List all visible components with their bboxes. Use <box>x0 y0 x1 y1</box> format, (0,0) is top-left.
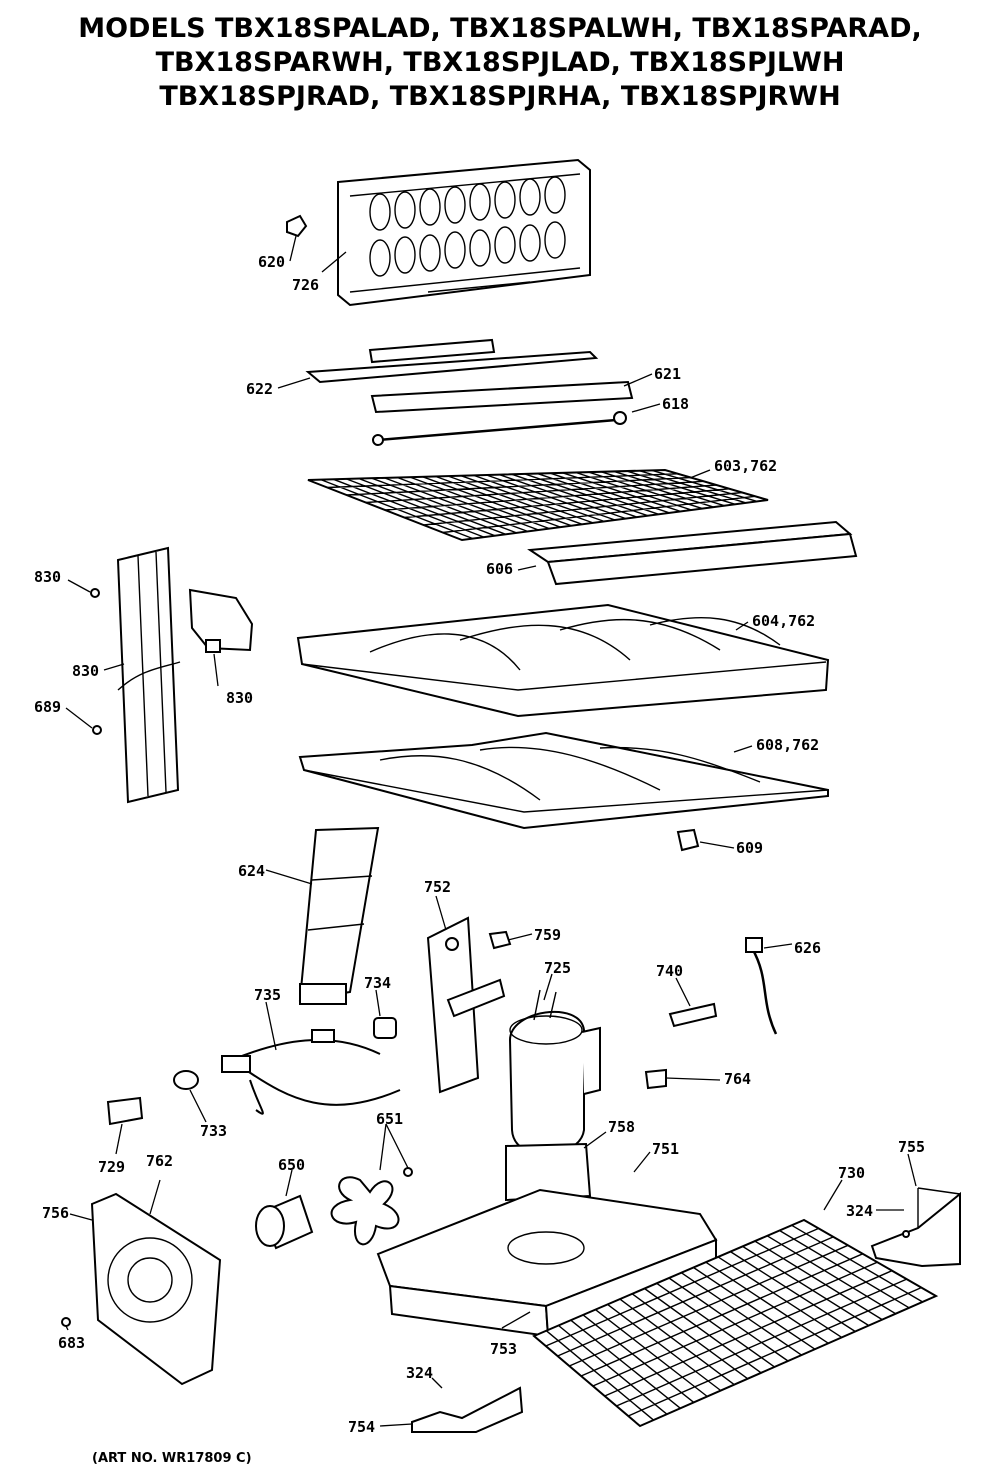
part-735-harness <box>221 1029 401 1115</box>
part-758-mount <box>505 1142 592 1202</box>
label-751: 751 <box>652 1140 679 1158</box>
label-762: 762 <box>146 1152 173 1170</box>
part-683-screw <box>61 1317 71 1327</box>
label-603-762: 603,762 <box>714 457 777 475</box>
label-830-screw: 830 <box>34 568 61 586</box>
label-618: 618 <box>662 395 689 413</box>
label-725: 725 <box>544 959 571 977</box>
part-626-cord <box>745 937 778 1035</box>
leader-lines <box>65 235 917 1427</box>
title-line-3: TBX18SPJRAD, TBX18SPJRHA, TBX18SPJRWH <box>159 81 841 112</box>
part-689-screw <box>92 725 102 735</box>
label-689: 689 <box>34 698 61 716</box>
label-608-762: 608,762 <box>756 736 819 754</box>
part-604-shelf <box>296 603 830 718</box>
label-626: 626 <box>794 939 821 957</box>
part-764-clip <box>644 1068 667 1090</box>
part-755-bracket <box>870 1187 961 1268</box>
part-622-cover <box>305 338 599 384</box>
label-604-762: 604,762 <box>752 612 815 630</box>
art-number: (ART NO. WR17809 C) <box>92 1451 252 1466</box>
models-title: MODELS TBX18SPALAD, TBX18SPALWH, TBX18SP… <box>0 12 1000 114</box>
part-740-relay <box>668 1002 718 1028</box>
part-603-grid-shelf <box>307 468 769 542</box>
label-759: 759 <box>534 926 561 944</box>
part-606-drawer <box>527 520 858 586</box>
label-830-bracket: 830 <box>226 689 253 707</box>
part-608-shelf <box>298 731 829 830</box>
label-735: 735 <box>254 986 281 1004</box>
label-753: 753 <box>490 1340 517 1358</box>
part-752-bracket <box>426 916 506 1094</box>
label-733: 733 <box>200 1122 227 1140</box>
part-754-bracket <box>411 1386 524 1433</box>
part-830-screw <box>90 588 100 598</box>
label-324-upper: 324 <box>846 1202 873 1220</box>
part-609-clip <box>676 828 700 852</box>
part-725-compressor <box>508 989 601 1156</box>
label-730: 730 <box>838 1164 865 1182</box>
part-726-coil-frame <box>337 158 591 307</box>
part-650-motor <box>255 1194 314 1250</box>
label-624: 624 <box>238 862 265 880</box>
label-764: 764 <box>724 1070 751 1088</box>
label-726: 726 <box>292 276 319 294</box>
title-line-2: TBX18SPARWH, TBX18SPJLAD, TBX18SPJLWH <box>155 47 845 78</box>
part-618-rod <box>372 411 627 446</box>
label-740: 740 <box>656 962 683 980</box>
label-758: 758 <box>608 1118 635 1136</box>
label-606: 606 <box>486 560 513 578</box>
label-756: 756 <box>42 1204 69 1222</box>
label-621: 621 <box>654 365 681 383</box>
label-622: 622 <box>246 380 273 398</box>
label-729: 729 <box>98 1158 125 1176</box>
part-756-shroud <box>90 1192 222 1386</box>
label-650: 650 <box>278 1156 305 1174</box>
label-752: 752 <box>424 878 451 896</box>
part-620-clip <box>286 214 308 238</box>
label-754: 754 <box>348 1418 375 1436</box>
label-755: 755 <box>898 1138 925 1156</box>
label-324-lower: 324 <box>406 1364 433 1382</box>
title-line-1: MODELS TBX18SPALAD, TBX18SPALWH, TBX18SP… <box>78 13 922 44</box>
part-759-grommet <box>488 930 512 950</box>
label-830-channel: 830 <box>72 662 99 680</box>
label-620: 620 <box>258 253 285 271</box>
label-734: 734 <box>364 974 391 992</box>
part-733-overload <box>173 1070 199 1090</box>
label-683: 683 <box>58 1334 85 1352</box>
part-830-channel <box>116 546 181 804</box>
part-734-capacitor <box>373 1017 397 1039</box>
part-730-condenser <box>532 1218 939 1428</box>
part-830-bracket <box>188 588 254 653</box>
label-609: 609 <box>736 839 763 857</box>
part-651-fan <box>330 1167 413 1246</box>
part-624-duct <box>298 826 380 1005</box>
callout-labels: 620 726 622 621 618 603,762 606 604,762 … <box>34 253 925 1466</box>
part-729-block <box>106 1096 144 1126</box>
label-651: 651 <box>376 1110 403 1128</box>
part-621-bar <box>370 380 634 414</box>
